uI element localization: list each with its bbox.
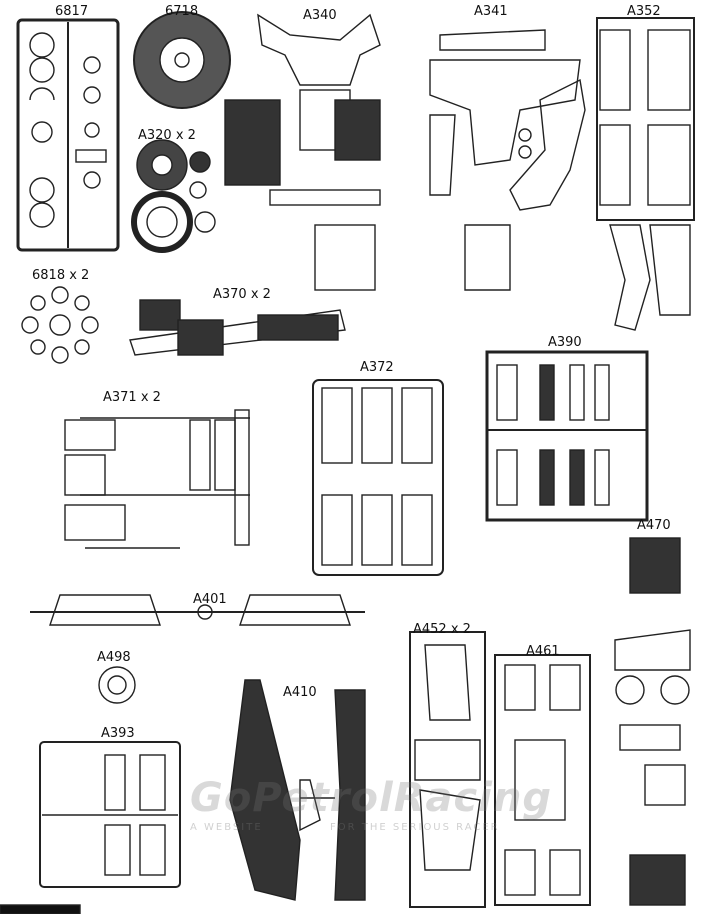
label-A370: A370 x 2 bbox=[213, 287, 271, 302]
label-A410: A410 bbox=[283, 685, 317, 700]
label-A341: A341 bbox=[474, 4, 508, 19]
label-A401: A401 bbox=[193, 592, 227, 607]
label-A452: A452 x 2 bbox=[413, 622, 471, 637]
parts-A371 bbox=[64, 409, 250, 549]
parts-A452 bbox=[409, 631, 486, 908]
label-A390: A390 bbox=[548, 335, 582, 350]
label-A372: A372 bbox=[360, 360, 394, 375]
parts-A410 bbox=[229, 679, 366, 901]
label-A340: A340 bbox=[303, 8, 337, 23]
pulleys-A320 bbox=[131, 139, 216, 253]
watermark-tagline-left: A WEBSITE bbox=[190, 822, 263, 833]
plates-A341 bbox=[429, 29, 586, 291]
label-A371: A371 x 2 bbox=[103, 390, 161, 405]
bulkhead-A340 bbox=[224, 13, 381, 291]
parts-A372 bbox=[312, 379, 444, 576]
parts-A470 bbox=[614, 537, 691, 906]
watermark-logo-text: GoPetrolRacing bbox=[190, 775, 553, 821]
gear-6718 bbox=[133, 11, 231, 109]
part-A498 bbox=[98, 666, 136, 704]
parts-6818 bbox=[21, 286, 99, 364]
parts-A393 bbox=[39, 741, 181, 888]
label-6817: 6817 bbox=[55, 4, 89, 19]
brand-logo-fragment bbox=[0, 904, 81, 914]
label-A498: A498 bbox=[97, 650, 131, 665]
parts-A461 bbox=[494, 654, 591, 906]
label-A352: A352 bbox=[627, 4, 661, 19]
parts-A352 bbox=[596, 17, 695, 331]
label-6818: 6818 x 2 bbox=[32, 268, 90, 283]
label-A470: A470 bbox=[637, 518, 671, 533]
label-A461: A461 bbox=[526, 644, 560, 659]
watermark-tagline-right: FOR THE SERIOUS RACER bbox=[330, 822, 500, 833]
label-A320: A320 x 2 bbox=[138, 128, 196, 143]
parts-A401 bbox=[30, 594, 365, 626]
parts-A390 bbox=[485, 350, 649, 522]
label-A393: A393 bbox=[101, 726, 135, 741]
sprue-6817 bbox=[16, 18, 120, 252]
label-6718: 6718 bbox=[165, 4, 199, 19]
parts-A370 bbox=[129, 299, 346, 356]
